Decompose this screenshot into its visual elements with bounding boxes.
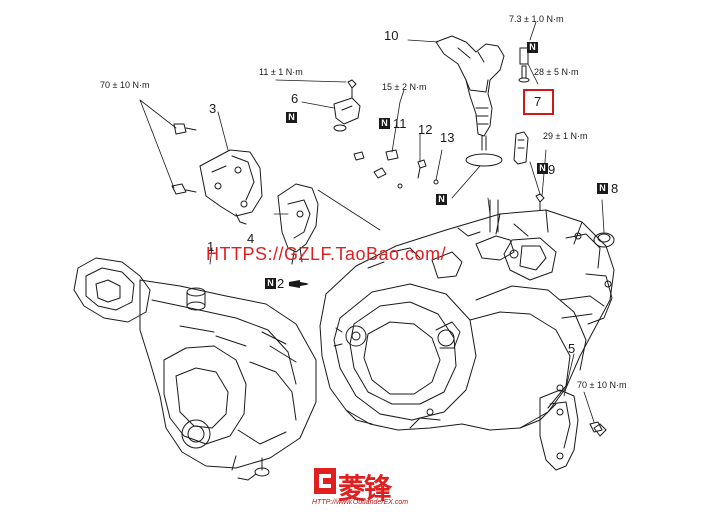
small-parts-drawing: [353, 149, 439, 189]
torque-28: 28 ± 5 N·m: [534, 67, 579, 77]
transfer-case-drawing: [73, 257, 317, 481]
callout-12: 12: [418, 122, 433, 137]
new-part-mark: N: [265, 278, 276, 289]
callout-11: 11: [393, 116, 407, 131]
callout-13: 13: [440, 130, 455, 145]
sealant-icon: [289, 280, 309, 288]
torque-29: 29 ± 1 N·m: [543, 131, 588, 141]
callout-2: 2: [277, 276, 285, 291]
callout-3: 3: [209, 101, 217, 116]
new-part-mark: N: [537, 163, 548, 174]
leader-lines: [139, 21, 605, 423]
callout-9: 9: [548, 162, 556, 177]
shift-assembly-10-drawing: [435, 35, 530, 167]
bracket-3-drawing: [199, 149, 263, 225]
sensor-6-drawing: [333, 79, 361, 132]
new-part-mark: N: [286, 112, 297, 123]
switch-9-drawing: [513, 131, 545, 211]
callout-8: 8: [611, 181, 619, 196]
brand-logo-icon: [314, 468, 336, 494]
callout-10: 10: [384, 28, 399, 43]
torque-11: 11 ± 1 N·m: [259, 67, 303, 77]
watermark-url: HTTPS://GZLF.TaoBao.com/: [206, 244, 447, 264]
transmission-case-drawing: [319, 199, 615, 431]
bracket-4-drawing: [277, 183, 319, 265]
callout-4: 4: [247, 231, 255, 246]
brand-logo-url: HTTP://www.OutlanderEX.com: [312, 499, 409, 506]
callout-5: 5: [568, 341, 576, 356]
callout-1: 1: [207, 239, 215, 254]
new-part-mark: N: [379, 118, 390, 129]
callout-7: 7: [534, 94, 542, 109]
bracket-5-drawing: [539, 389, 607, 471]
plug-8-drawing: [593, 232, 615, 248]
torque-15: 15 ± 2 N·m: [382, 82, 427, 92]
torque-70-right: 70 ± 10 N·m: [577, 380, 627, 390]
torque-70-left: 70 ± 10 N·m: [100, 80, 150, 90]
callout-7-highlight: [523, 89, 554, 115]
new-part-mark: N: [527, 42, 538, 53]
new-part-mark: N: [436, 194, 447, 205]
torque-7-3: 7.3 ± 1.0 N·m: [509, 14, 564, 24]
new-part-mark: N: [597, 183, 608, 194]
callout-6: 6: [291, 91, 299, 106]
brand-logo-text: 菱锋: [338, 472, 392, 505]
bolts-drawing: [171, 123, 603, 433]
